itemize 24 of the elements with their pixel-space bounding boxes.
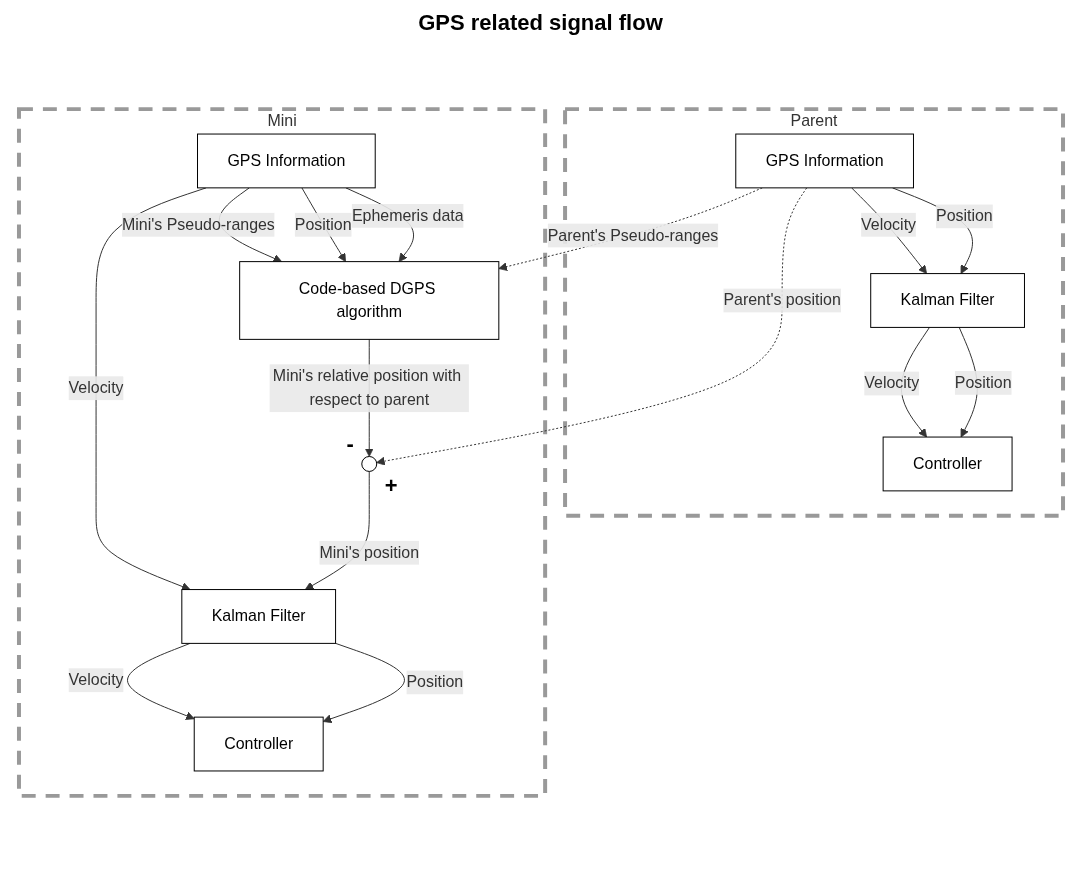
edge-label: Ephemeris data: [351, 206, 464, 224]
edge-label: Mini's position: [318, 543, 419, 561]
node-circle: [360, 456, 377, 472]
edge-label: Velocity: [863, 374, 919, 392]
edge-label: Parent's position: [722, 291, 841, 309]
edge-label: Velocity: [68, 671, 124, 689]
node-box: Kalman Filter: [180, 589, 336, 644]
sign-label: -: [346, 430, 354, 456]
edge-label: Velocity: [68, 379, 124, 397]
node-box: Controller: [193, 716, 324, 772]
edge-label: Position: [935, 207, 993, 225]
node-box: GPS Information: [734, 133, 914, 189]
node-box: Kalman Filter: [869, 273, 1025, 328]
node-box: Code-based DGPS algorithm: [238, 261, 499, 340]
diagram-title: GPS related signal flow: [417, 10, 664, 36]
edge-label: Mini's relative position with respect to parent: [272, 367, 461, 409]
node-box: GPS Information: [196, 133, 376, 189]
edge-label: Velocity: [860, 215, 916, 233]
edge-label: Position: [294, 215, 352, 233]
edge-label: Mini's Pseudo-ranges: [121, 215, 275, 233]
node-box: Controller: [882, 436, 1013, 492]
sign-label: +: [384, 473, 397, 499]
edge-label: Position: [954, 373, 1012, 391]
edge-label: Position: [405, 673, 463, 691]
